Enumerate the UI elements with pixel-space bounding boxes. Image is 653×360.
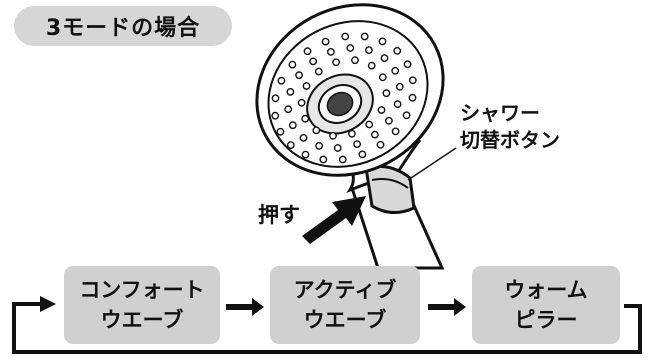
nozzle-dot (295, 71, 303, 80)
nozzle-dot (347, 129, 356, 138)
nozzle-dot (303, 47, 312, 56)
nozzle-dot (393, 100, 402, 109)
arrow-right-icon (428, 298, 466, 316)
nozzle-dot (284, 105, 293, 114)
nozzle-dot (402, 111, 411, 120)
nozzle-dot (360, 32, 369, 41)
push-arrow-icon (302, 196, 366, 244)
nozzle-dot (338, 155, 347, 164)
nozzle-dot (332, 58, 340, 67)
nozzle-dot (384, 116, 393, 125)
nozzle-dot (408, 93, 417, 102)
mode-box-comfort-wave: コンフォート ウエーブ (64, 266, 220, 344)
nozzle-dot (341, 32, 350, 41)
nozzle-dot (333, 144, 342, 152)
nozzle-dot (309, 57, 317, 66)
nozzle-dot (351, 56, 359, 65)
mode-box-warm-pillar: ウォーム ピラー (472, 266, 620, 344)
nozzle-dot (391, 66, 400, 75)
nozzle-dot (380, 54, 389, 62)
nozzle-dot (367, 61, 376, 70)
nozzle-dot (408, 76, 417, 85)
nozzle-dot (395, 82, 404, 91)
nozzle-dot (329, 131, 337, 140)
nozzle-dot (393, 47, 402, 55)
nozzle-dot (353, 140, 361, 149)
nozzle-dot (314, 67, 323, 76)
nozzle-dot (378, 73, 387, 82)
nozzle-dot (299, 133, 308, 142)
nozzle-dot (321, 37, 330, 46)
nozzle-dot (364, 46, 373, 54)
nozzle-dot (271, 94, 280, 103)
nozzle-dot (277, 76, 286, 85)
loop-back-line (12, 302, 642, 354)
mode-box-active-wave: アクティブ ウエーブ (270, 266, 420, 344)
nozzle-dot (315, 141, 323, 150)
loop-arrow-head-icon (40, 296, 56, 312)
nozzle-dot (276, 127, 285, 136)
nozzle-dot (301, 150, 310, 159)
push-label: 押す (258, 203, 300, 227)
nozzle-dot (365, 120, 374, 129)
nozzle-dot (346, 44, 355, 52)
nozzle-dot (382, 89, 391, 98)
nozzle-dot (319, 155, 328, 164)
nozzle-dot (391, 127, 400, 136)
button-callout-line (407, 147, 457, 181)
nozzle-dot (312, 126, 321, 135)
nozzle-dot (271, 111, 280, 120)
nozzle-dot (326, 48, 335, 56)
mode-count-badge: 3モードの場合 (14, 6, 232, 46)
shower-switch-button-icon (364, 164, 416, 214)
nozzle-dot (358, 150, 367, 159)
nozzle-dot (378, 37, 387, 46)
nozzle-dot (286, 141, 295, 150)
nozzle-dot (288, 60, 297, 69)
nozzle-dot (377, 106, 386, 114)
nozzle-dot (403, 60, 412, 69)
nozzle-dot (286, 88, 295, 96)
nozzle-dot (370, 130, 379, 139)
nozzle-dot (302, 82, 311, 90)
nozzle-dot (297, 98, 306, 107)
nozzle-dot (288, 121, 297, 130)
nozzle-dot (376, 140, 385, 149)
arrow-right-icon (226, 298, 264, 316)
nozzle-dot (301, 114, 310, 123)
switch-button-label: シャワー 切替ボタン (460, 101, 560, 152)
